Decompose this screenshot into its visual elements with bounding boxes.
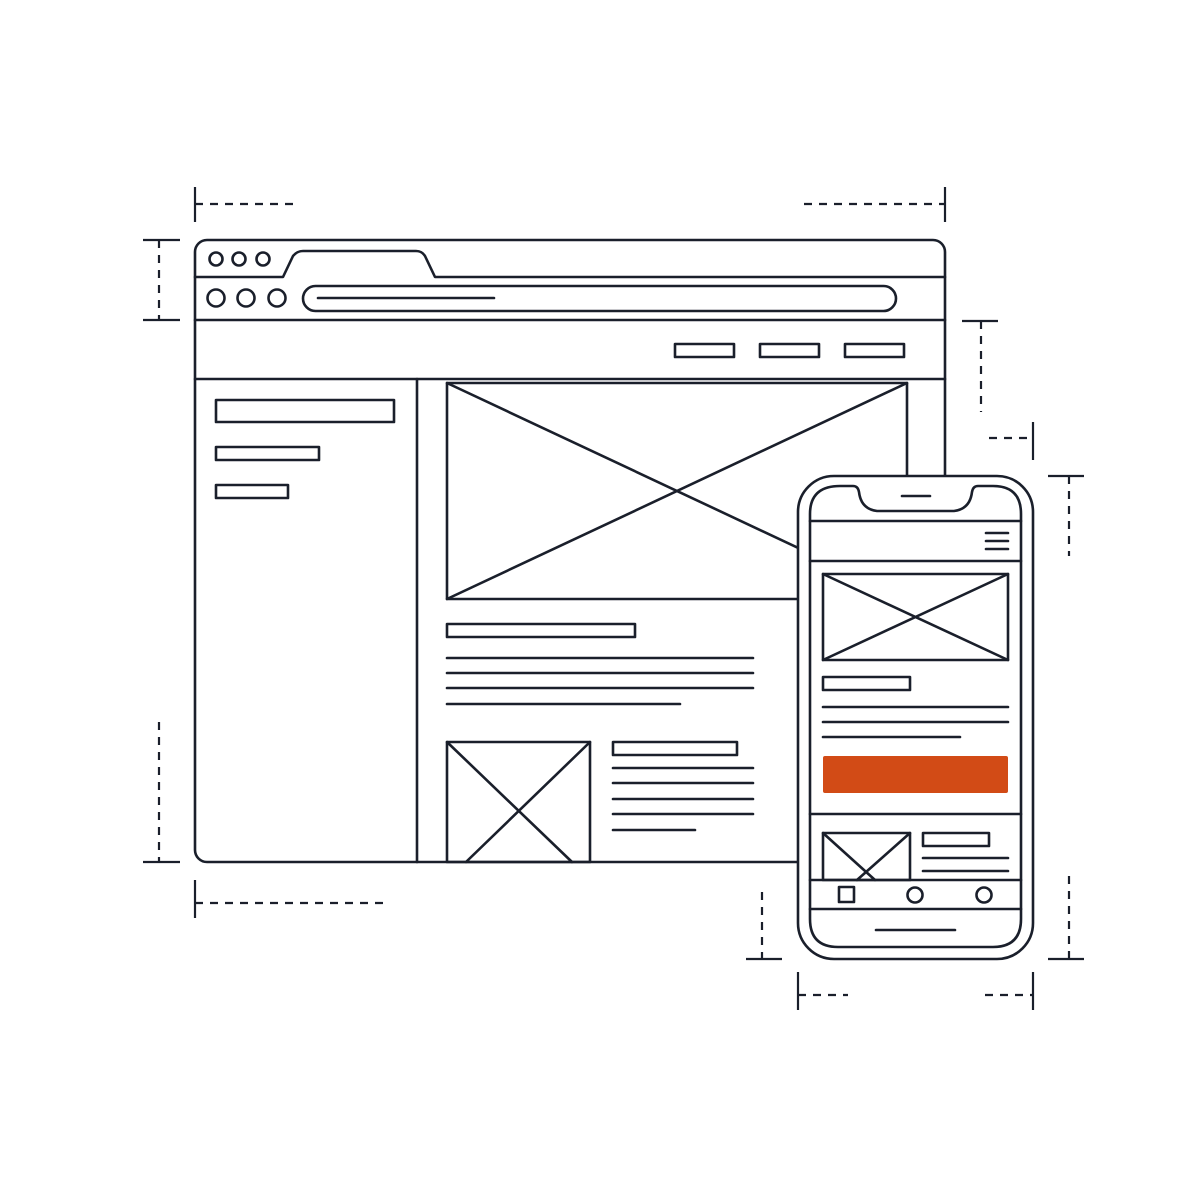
mobile-phone [796,474,1035,961]
phone-header [808,519,1023,563]
window-dot-maximize-icon[interactable] [255,251,271,267]
phone-screen [808,484,1023,949]
dimension-markers-phone [746,474,1084,1010]
square-nav-icon[interactable] [837,885,856,904]
card-title-placeholder [611,740,739,757]
browser-tab[interactable] [193,249,947,279]
site-header [193,342,947,381]
content-card [445,740,755,864]
phone-hero-image-placeholder-icon [821,572,1010,662]
phone-bottom-nav [808,878,1023,932]
call-to-action-button[interactable] [823,756,1008,793]
card-image-placeholder-icon [445,740,592,864]
circle-nav-icon[interactable] [975,886,993,904]
hamburger-menu-icon[interactable] [984,531,1010,551]
window-dot-minimize-icon[interactable] [231,251,247,267]
phone-card [821,831,1010,882]
browser-address-row [193,284,947,322]
article-title-placeholder [445,622,637,639]
phone-title-placeholder [821,675,912,692]
browser-tab-bar [193,249,947,279]
phone-article-block [821,675,1010,739]
circle-nav-icon[interactable] [906,886,924,904]
nav-link-2[interactable] [758,342,821,359]
sidebar-link-1[interactable] [214,445,321,462]
article-block [445,622,755,706]
sidebar-link-2[interactable] [214,483,290,500]
dimension-markers-desktop [143,187,1035,918]
forward-button-icon[interactable] [236,288,256,308]
sidebar-heading-placeholder [214,398,396,424]
window-dot-close-icon[interactable] [208,251,224,267]
address-bar[interactable] [301,284,898,313]
back-button-icon[interactable] [206,288,226,308]
reload-button-icon[interactable] [267,288,287,308]
phone-card-title-placeholder [921,831,991,848]
sidebar [214,377,419,864]
nav-link-1[interactable] [673,342,736,359]
nav-link-3[interactable] [843,342,906,359]
